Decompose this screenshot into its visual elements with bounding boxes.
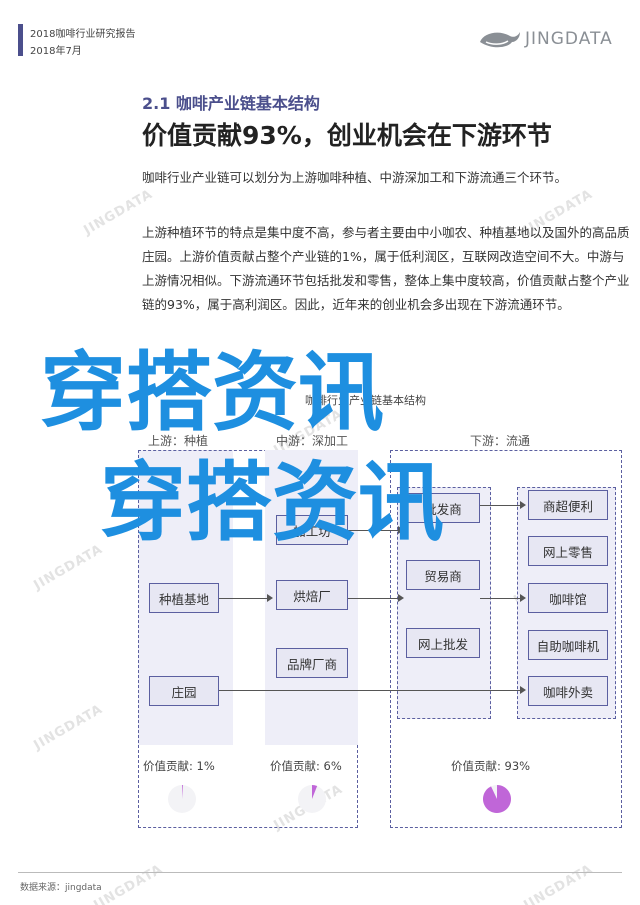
arrow-right-icon: [520, 594, 526, 602]
downstream-frame: [390, 450, 622, 828]
pie-slice: [482, 785, 511, 813]
watermark: JINGDATA: [31, 541, 106, 594]
node-coffee-delivery: 咖啡外卖: [528, 676, 608, 706]
node-online-retail: 网上零售: [528, 536, 608, 566]
downstream-value-label: 价值贡献: 93%: [451, 759, 531, 773]
node-supermarket: 商超便利: [528, 490, 608, 520]
logo-text: JINGDATA: [525, 29, 613, 49]
midstream-pie: [298, 785, 326, 813]
connector-line: [219, 690, 522, 691]
headline: 价值贡献93%，创业机会在下游环节: [142, 121, 552, 150]
upstream-value-label: 价值贡献: 1%: [143, 759, 215, 773]
diagram-title: 咖啡行业产业链基本结构: [305, 394, 426, 407]
node-processing-workshop: 加工坊: [276, 515, 348, 545]
node-wholesaler: 批发商: [406, 493, 480, 523]
downstream-title: 下游：流通: [470, 434, 531, 448]
watermark: JINGDATA: [31, 701, 106, 754]
footer-divider: [18, 872, 622, 873]
jingdata-logo: JINGDATA: [478, 26, 613, 52]
paragraph-intro: 咖啡行业产业链可以划分为上游咖啡种植、中游深加工和下游流通三个环节。: [142, 170, 568, 185]
node-roastery: 烘焙厂: [276, 580, 348, 610]
report-date: 2018年7月: [30, 46, 82, 57]
node-self-service-machine: 自助咖啡机: [528, 630, 608, 660]
upstream-title: 上游：种植: [148, 434, 209, 448]
footer-source: 数据来源：jingdata: [20, 883, 102, 893]
node-planting-base: 种植基地: [149, 583, 219, 613]
connector-line: [219, 598, 269, 599]
arrow-right-icon: [520, 501, 526, 509]
connector-line: [480, 598, 522, 599]
arrow-right-icon: [520, 686, 526, 694]
connector-line: [348, 530, 400, 531]
pie-slice: [312, 785, 318, 799]
downstream-pie: [482, 785, 511, 813]
connector-line: [480, 505, 522, 506]
node-cafe: 咖啡馆: [528, 583, 608, 613]
report-title: 2018咖啡行业研究报告: [30, 29, 136, 40]
node-online-wholesale: 网上批发: [406, 628, 480, 658]
node-trader: 贸易商: [406, 560, 480, 590]
overlay-text: 穿搭资讯: [100, 453, 444, 553]
midstream-value-label: 价值贡献: 6%: [270, 759, 342, 773]
arrow-right-icon: [398, 594, 404, 602]
section-title: 2.1 咖啡产业链基本结构: [142, 94, 320, 113]
watermark: JINGDATA: [521, 861, 596, 905]
overlay-text: 穿搭资讯: [40, 343, 384, 443]
midstream-title: 中游：深加工: [276, 434, 349, 448]
wholesale-frame: [397, 487, 491, 719]
node-brand-maker: 品牌厂商: [276, 648, 348, 678]
pie-slice: [182, 785, 183, 799]
wholesale-group: [397, 487, 491, 719]
arrow-right-icon: [267, 594, 273, 602]
upstream-pie: [168, 785, 196, 813]
arrow-right-icon: [398, 526, 404, 534]
whale-icon: [480, 32, 520, 48]
header-accent-bar: [18, 24, 23, 56]
paragraph-detail: 上游种植环节的特点是集中度不高，参与者主要由中小咖农、种植基地以及国外的高品质庄…: [142, 225, 630, 312]
watermark: JINGDATA: [91, 861, 166, 905]
connector-line: [348, 598, 400, 599]
retail-frame: [517, 487, 616, 719]
node-estate: 庄园: [149, 676, 219, 706]
